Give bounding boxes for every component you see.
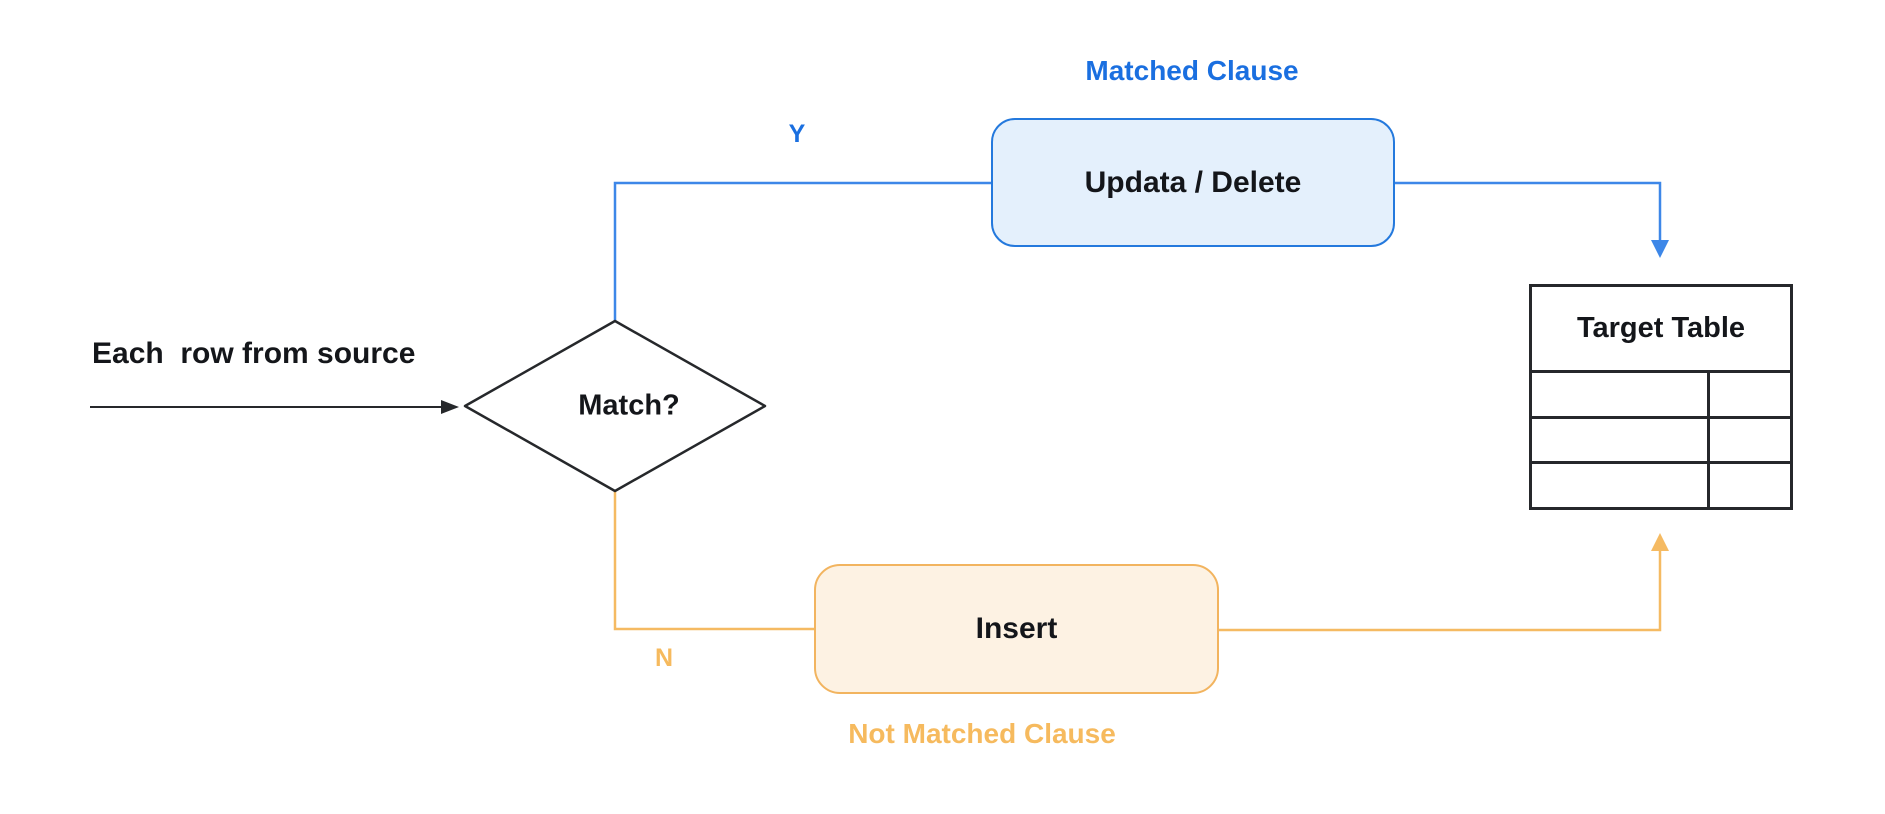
matched-clause-label: Matched Clause (1085, 55, 1299, 86)
table-cell (1707, 370, 1790, 416)
matched-action-node: Updata / Delete (991, 118, 1395, 247)
not-matched-clause-label: Not Matched Clause (848, 718, 1116, 749)
target-table-title: Target Table (1576, 312, 1746, 344)
arrowhead-down-icon (1651, 240, 1669, 258)
table-cell (1532, 461, 1707, 507)
insert-to-table-connector (1219, 549, 1662, 632)
not-matched-action-label: Insert (975, 612, 1058, 645)
decision-diamond (463, 319, 767, 493)
no-branch-label: N (654, 644, 674, 672)
target-table: Target Table (1529, 284, 1793, 510)
table-cell (1707, 461, 1790, 507)
matched-to-table-connector (1395, 181, 1662, 242)
decision-label: Match? (578, 389, 680, 422)
target-table-body (1532, 370, 1790, 507)
arrowhead-up-icon (1651, 533, 1669, 551)
arrowhead-right-icon (441, 400, 459, 414)
source-label: Each row from source (92, 337, 416, 370)
yes-branch-label: Y (788, 120, 806, 148)
matched-action-label: Updata / Delete (1084, 165, 1302, 199)
no-connector (613, 491, 814, 631)
table-cell (1707, 415, 1790, 462)
yes-connector (613, 181, 991, 321)
not-matched-action-node: Insert (814, 564, 1219, 694)
table-cell (1532, 415, 1707, 462)
table-cell (1532, 370, 1707, 416)
